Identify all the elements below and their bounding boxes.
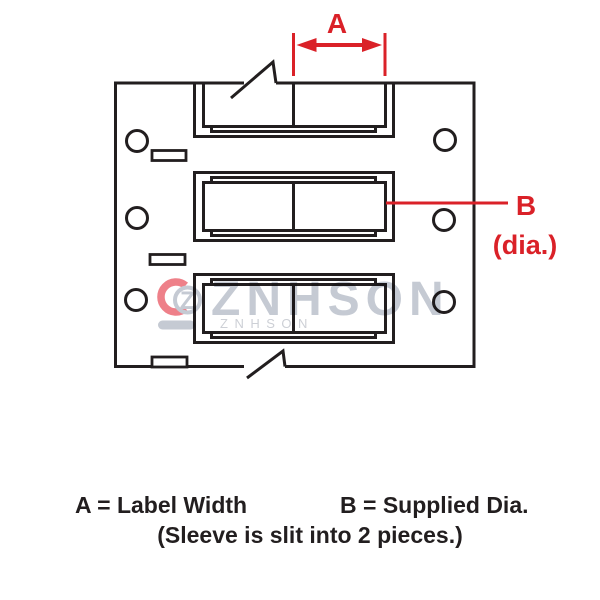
watermark-logo-arc-icon <box>157 278 189 316</box>
watermark-logo-underline <box>158 320 195 330</box>
break-line-top <box>230 59 278 100</box>
watermark-logo-letter: Z <box>180 287 195 315</box>
mounting-hole <box>124 288 148 312</box>
mounting-hole <box>125 206 149 230</box>
watermark-text-large: ZNHSON <box>211 273 450 326</box>
alignment-slots <box>148 149 189 369</box>
alignment-slot <box>148 253 187 266</box>
alignment-slot <box>150 149 188 162</box>
dimension-b-label: B <box>516 190 536 221</box>
panel-edge-right <box>276 81 476 368</box>
watermark-logo-ring-icon <box>173 285 202 315</box>
break-line-bottom <box>246 348 287 380</box>
dimension-a-arrowhead-right <box>362 38 382 52</box>
sleeve-row-2 <box>193 171 395 242</box>
legend-b: B = Supplied Dia. <box>340 492 529 518</box>
legend-a: A = Label Width <box>75 492 247 518</box>
mounting-hole <box>125 129 149 153</box>
mounting-holes <box>124 128 457 314</box>
mounting-hole <box>433 128 457 152</box>
mounting-hole <box>432 290 456 314</box>
dimension-a: A <box>292 8 387 76</box>
dimension-a-arrowhead-left <box>296 38 317 52</box>
watermark-text-small: ZNHSON <box>220 316 314 331</box>
dimension-a-label: A <box>327 8 347 39</box>
legend: A = Label Width B = Supplied Dia. (Sleev… <box>75 492 529 548</box>
dimension-b: B (dia.) <box>386 190 557 260</box>
sleeve-row-1 <box>193 84 395 138</box>
mounting-hole <box>432 208 456 232</box>
legend-note: (Sleeve is slit into 2 pieces.) <box>157 522 463 548</box>
alignment-slot <box>150 355 189 369</box>
dimension-b-dia-label: (dia.) <box>493 230 558 260</box>
watermark: Z ZNHSON ZNHSON <box>157 273 450 331</box>
